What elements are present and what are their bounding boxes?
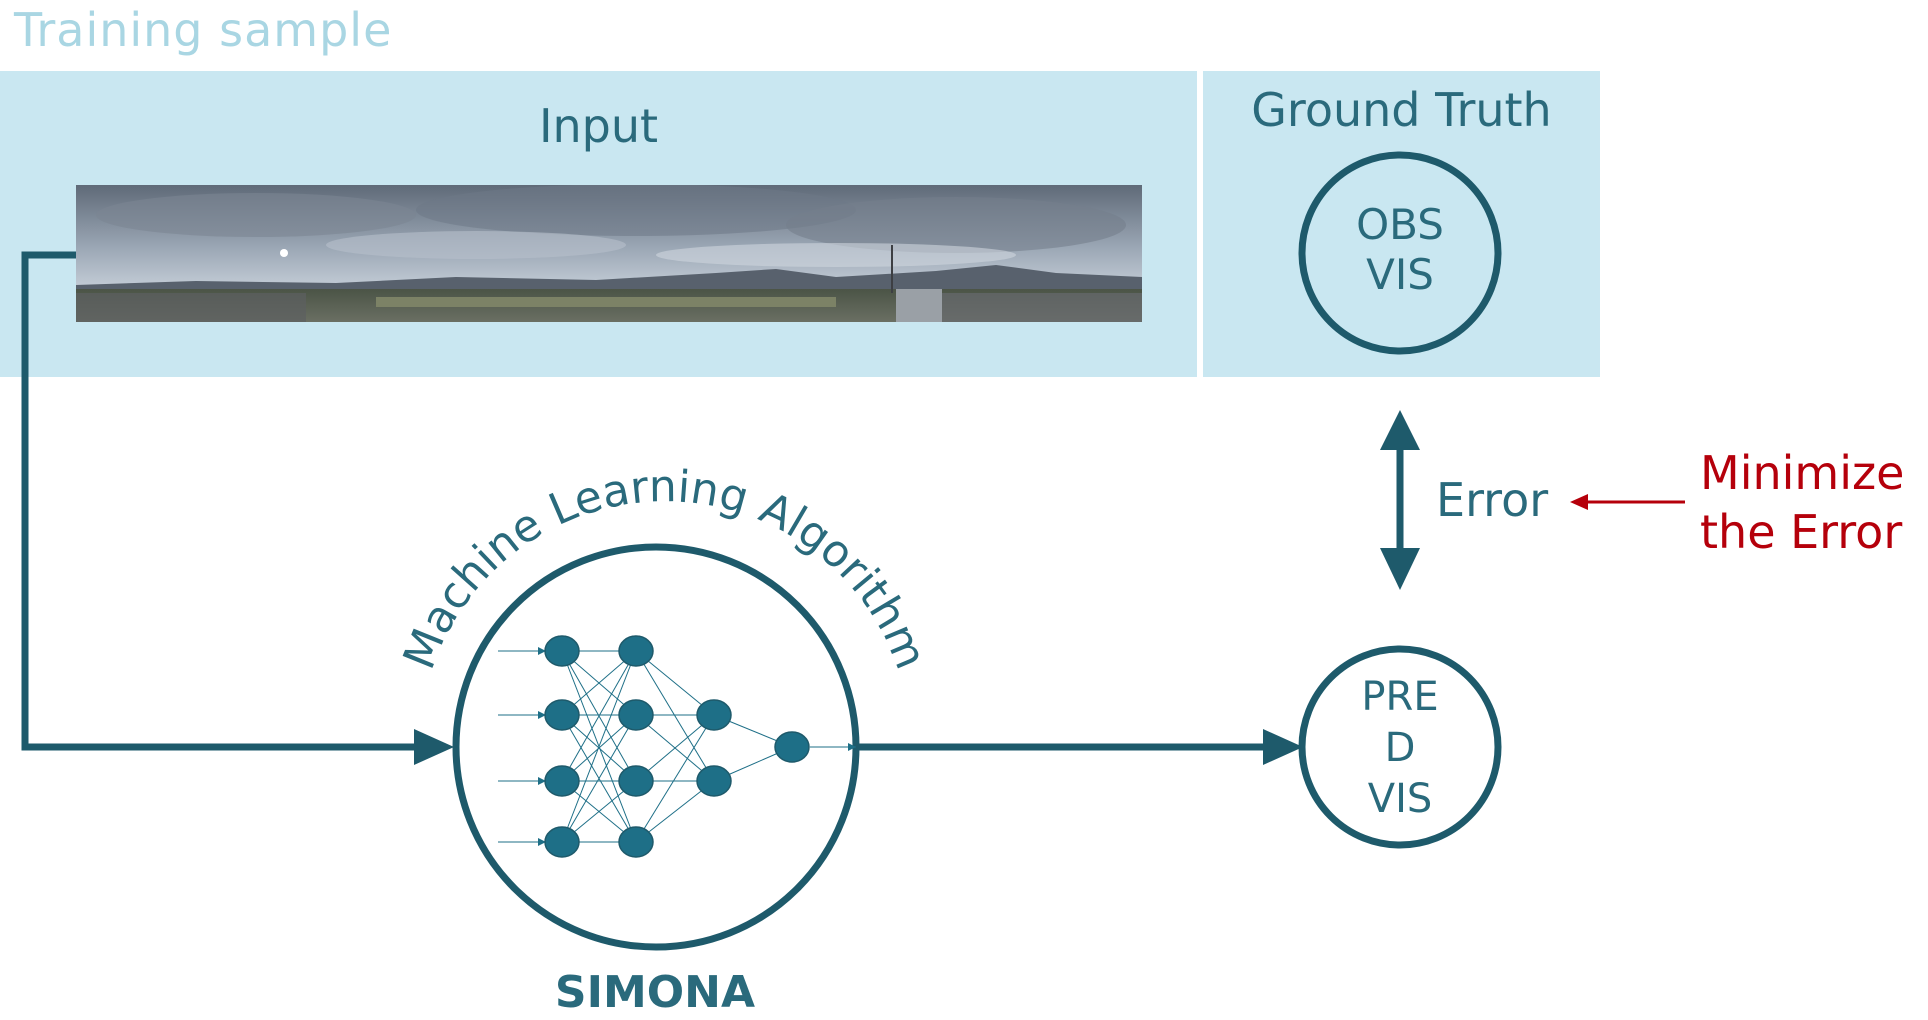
minimize-line-2: the Error — [1700, 505, 1903, 559]
error-label: Error — [1436, 473, 1549, 527]
panorama-photo — [76, 185, 1142, 322]
obs-vis-text: OBS VIS — [1300, 200, 1500, 300]
pred-line-3: VIS — [1367, 776, 1433, 822]
minimize-line-1: Minimize — [1700, 446, 1905, 500]
output-arrowhead — [1263, 729, 1303, 765]
error-arrowhead-down — [1380, 548, 1420, 590]
ground-truth-label: Ground Truth — [1251, 83, 1552, 137]
obs-line-2: VIS — [1366, 250, 1434, 299]
input-label: Input — [538, 99, 659, 153]
input-connector-line — [21, 251, 415, 751]
input-arrowhead — [414, 729, 454, 765]
pred-vis-circle — [1298, 645, 1502, 849]
obs-vis-circle — [1298, 151, 1502, 355]
pred-vis-text: PRE D VIS — [1300, 672, 1500, 825]
ground-truth-panel — [1203, 71, 1600, 377]
pred-line-2: D — [1384, 725, 1416, 771]
neural-network-icon — [498, 635, 856, 858]
obs-line-1: OBS — [1356, 200, 1444, 249]
diagram-title: Training sample — [14, 3, 393, 57]
pred-line-1: PRE — [1361, 674, 1439, 720]
error-arrowhead-up — [1380, 410, 1420, 450]
minimize-label: Minimize the Error — [1700, 444, 1904, 562]
minimize-arrowhead — [1570, 494, 1588, 510]
model-name: SIMONA — [554, 967, 756, 1018]
